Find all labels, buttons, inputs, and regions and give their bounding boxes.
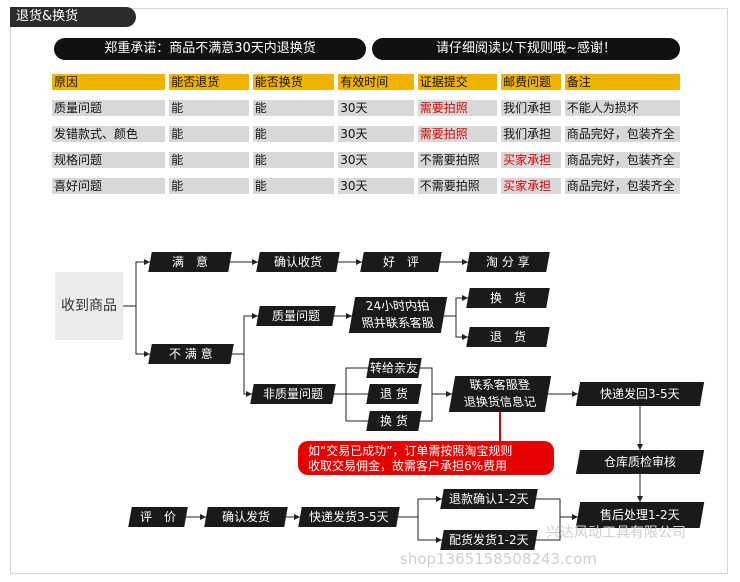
table-cell: 不能人为损坏 [564,100,680,116]
table-header-cell: 邮费问题 [501,74,561,90]
table-header-cell: 有效时间 [338,74,414,90]
table-cell: 能 [169,152,249,168]
flow-satisfied: 满 意 [148,252,232,272]
table-cell: 质量问题 [52,100,166,116]
table-cell: 买家承担 [501,178,561,194]
flow-express-back: 快递发回3-5天 [575,382,705,406]
table-cell: 能 [252,178,335,194]
table-cell: 发错款式、颜色 [52,126,166,142]
flow-confirm-receipt: 确认收货 [256,252,340,272]
table-cell: 能 [252,100,335,116]
flow-refund-confirm: 退款确认1-2天 [440,489,538,509]
table-cell: 能 [252,152,335,168]
table-header-cell: 能否换货 [252,74,335,90]
flow-confirm-ship: 确认发货 [204,507,288,527]
table-row: 质量问题 能 能 30天 需要拍照 我们承担 不能人为损坏 [52,100,680,116]
flow-share: 淘 分 享 [466,252,550,272]
table-cell: 我们承担 [501,100,561,116]
flow-start-received: 收到商品 [55,272,123,340]
table-cell: 30天 [338,178,414,194]
section-title: 退货&换货 [10,7,136,27]
flow-exchange: 换 货 [466,288,550,308]
table-cell: 30天 [338,152,414,168]
flow-review: 评 价 [128,507,188,527]
content-frame [10,8,728,574]
table-cell: 需要拍照 [417,100,498,116]
policy-table: 原因 能否退货 能否换货 有效时间 证据提交 邮费问题 备注 质量问题 能 能 … [52,74,680,204]
table-row: 规格问题 能 能 30天 不需要拍照 买家承担 商品完好，包装齐全 [52,152,680,168]
promise-banner: 郑重承诺：商品不满意30天内退换货 [54,38,366,60]
table-cell: 我们承担 [501,126,561,142]
flow-good-review: 好 评 [360,252,442,272]
flow-quality-issue: 质量问题 [256,306,336,326]
table-header-cell: 能否退货 [169,74,249,90]
watermark-company: 兴达风动工具有限公司 [546,525,686,541]
table-row: 发错款式、颜色 能 能 30天 需要拍照 我们承担 商品完好，包装齐全 [52,126,680,142]
flow-delivery: 配货发货1-2天 [440,530,538,550]
flow-photo-contact: 24小时内拍照并联系客服 [348,297,448,333]
table-header-cell: 备注 [564,74,680,90]
flow-gift-friend: 转给亲友 [366,358,422,378]
flow-return: 退 货 [466,327,550,347]
table-cell: 需要拍照 [417,126,498,142]
flow-exchange-2: 换 货 [366,411,422,431]
table-cell: 能 [169,126,249,142]
table-cell: 买家承担 [501,152,561,168]
table-cell: 不需要拍照 [417,178,498,194]
flow-contact-service: 联系客服登退换货信息记 [448,376,552,412]
table-row: 喜好问题 能 能 30天 不需要拍照 买家承担 商品完好，包装齐全 [52,178,680,194]
table-cell: 商品完好，包装齐全 [564,178,680,194]
table-header-cell: 证据提交 [417,74,498,90]
table-header-cell: 原因 [52,74,166,90]
table-cell: 喜好问题 [52,178,166,194]
table-cell: 商品完好，包装齐全 [564,152,680,168]
flow-unsatisfied: 不 满 意 [148,344,234,364]
flow-return-2: 退 货 [366,384,422,404]
table-header-row: 原因 能否退货 能否换货 有效时间 证据提交 邮费问题 备注 [52,74,680,90]
notice-banner: 请仔细阅读以下规则哦~感谢！ [372,38,680,60]
table-cell: 商品完好，包装齐全 [564,126,680,142]
table-cell: 能 [169,100,249,116]
watermark-shop-url: shop1365158508243.com [400,550,597,568]
table-cell: 30天 [338,100,414,116]
table-cell: 能 [169,178,249,194]
flow-warehouse-check: 仓库质检审核 [575,450,705,474]
table-cell: 不需要拍照 [417,152,498,168]
flow-express-ship: 快递发货3-5天 [298,507,400,527]
commission-warning: 如“交易已成功”，订单需按照淘宝规则收取交易佣金，故需客户承担6%费用 [298,441,554,475]
flow-non-quality-issue: 非质量问题 [250,384,336,404]
table-cell: 30天 [338,126,414,142]
table-cell: 规格问题 [52,152,166,168]
table-cell: 能 [252,126,335,142]
